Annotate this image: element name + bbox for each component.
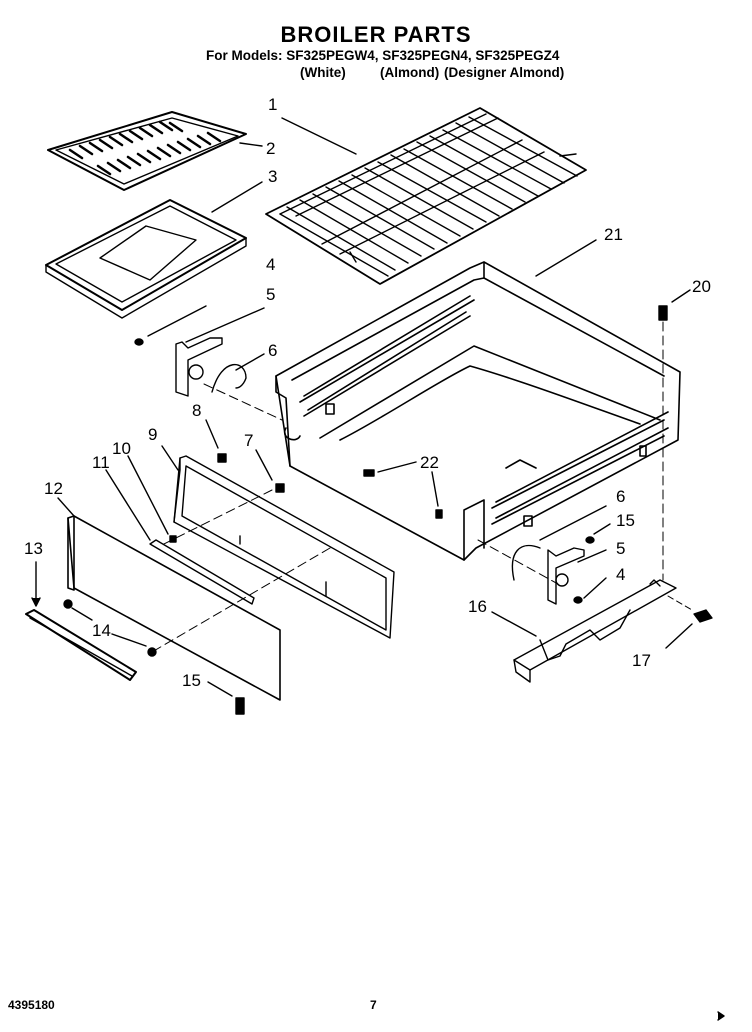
callout-17: 17: [632, 651, 651, 670]
callout-7: 7: [244, 431, 253, 450]
screw-part-22: [363, 469, 443, 519]
page-title: BROILER PARTS: [280, 22, 472, 47]
right-slide-bracket: [511, 536, 595, 605]
nut-part-14-right: [147, 647, 157, 657]
page-number: 7: [370, 998, 377, 1012]
callout-3: 3: [268, 167, 277, 186]
callout-6-left: 6: [268, 341, 277, 360]
callout-5-right: 5: [616, 539, 625, 558]
door-trim-strip: [25, 609, 137, 681]
callout-8: 8: [192, 401, 201, 420]
nut-part-14-left: [63, 599, 73, 609]
model-list: For Models: SF325PEGW4, SF325PEGN4, SF32…: [206, 48, 560, 63]
callout-9: 9: [148, 425, 157, 444]
color-white: (White): [300, 65, 346, 80]
callout-15-right: 15: [616, 511, 635, 530]
callout-20: 20: [692, 277, 711, 296]
screw-part-15-lower: [235, 697, 245, 715]
left-slide-bracket: [134, 337, 247, 397]
screw-part-8: [217, 453, 227, 463]
callout-22: 22: [420, 453, 439, 472]
screw-part-7: [275, 483, 285, 493]
callout-16: 16: [468, 597, 487, 616]
inner-door-panel: [173, 455, 395, 639]
color-almond: (Almond): [380, 65, 440, 80]
callout-4-right: 4: [616, 565, 625, 584]
hinge-rod: [149, 535, 255, 605]
rail-clip: [693, 609, 713, 623]
callout-4-left: 4: [266, 255, 275, 274]
callout-1: 1: [268, 95, 277, 114]
callout-5-left: 5: [266, 285, 275, 304]
callout-14: 14: [92, 621, 111, 640]
callout-15-lower: 15: [182, 671, 201, 690]
callout-12: 12: [44, 479, 63, 498]
drawer-rail: [513, 579, 677, 683]
broiler-pan: [45, 199, 247, 319]
document-number: 4395180: [8, 998, 55, 1012]
callout-10: 10: [112, 439, 131, 458]
outer-door-panel: [67, 515, 281, 701]
callout-21: 21: [604, 225, 623, 244]
color-designer-almond: (Designer Almond): [444, 65, 565, 80]
screw-part-20: [658, 305, 668, 321]
callout-13: 13: [24, 539, 43, 558]
broiler-pan-grid: [47, 111, 247, 191]
broiler-drawer: [275, 261, 681, 561]
callout-6-right: 6: [616, 487, 625, 506]
oven-rack: [265, 107, 587, 285]
callout-11: 11: [92, 453, 110, 472]
callout-2: 2: [266, 139, 275, 158]
